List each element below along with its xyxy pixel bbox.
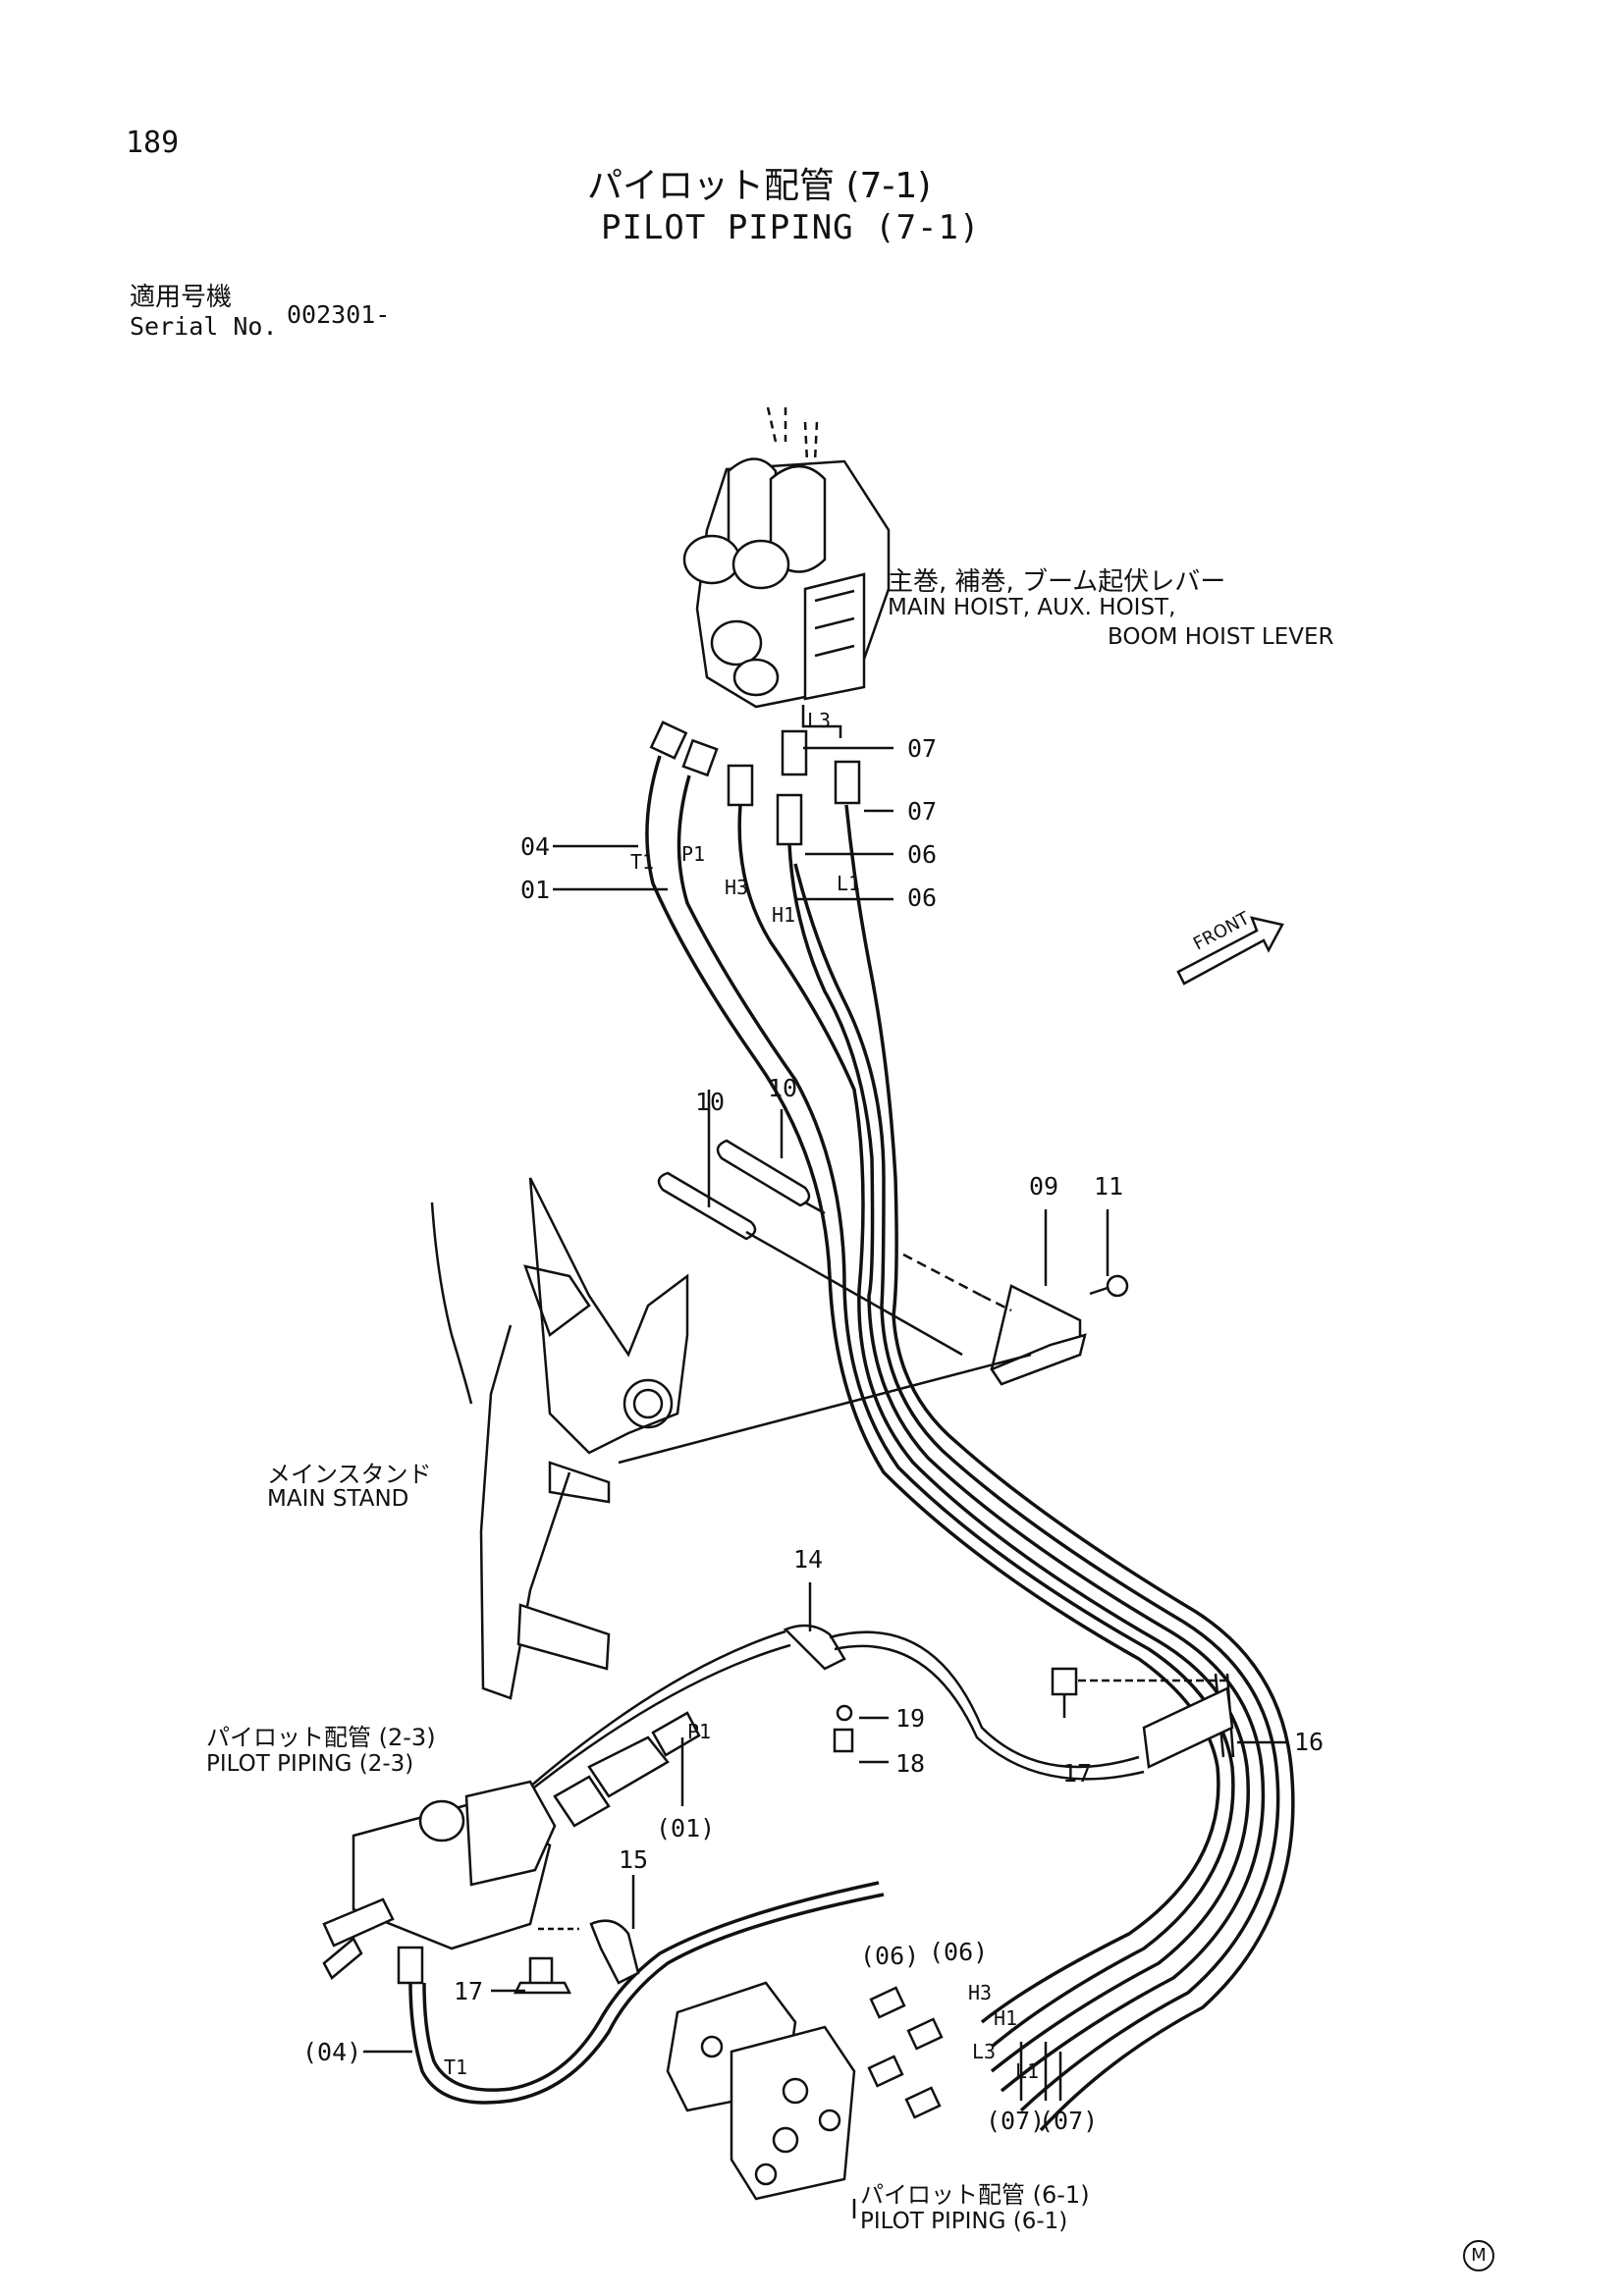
- pilot-piping-23-caption-english: PILOT PIPING (2-3): [206, 1751, 414, 1777]
- front-arrow: [1176, 916, 1284, 986]
- top-fittings: [649, 721, 861, 846]
- page-number: 189: [126, 126, 180, 160]
- lever-caption-english-1: MAIN HOIST, AUX. HOIST,: [888, 595, 1176, 620]
- pilot-piping-61-caption-english: PILOT PIPING (6-1): [860, 2209, 1068, 2234]
- port-label-h1-top: H1: [772, 903, 796, 927]
- callout-04-parenthesized: (04): [302, 2038, 362, 2066]
- pilot-piping-61-caption-japanese: パイロット配管 (6-1): [860, 2181, 1090, 2209]
- port-label-l3-bottom: L3: [972, 2040, 997, 2063]
- bracket-09: [902, 1253, 1129, 1386]
- pilot-piping-23-caption-japanese: パイロット配管 (2-3): [206, 1724, 436, 1751]
- port-label-l3-top: L3: [807, 709, 832, 732]
- port-label-l1-bottom: L1: [1015, 2059, 1040, 2083]
- spacer-tubes: [657, 1139, 963, 1357]
- main-stand-caption-japanese: メインスタンド: [267, 1461, 432, 1488]
- circled-m-letter: M: [1471, 2245, 1487, 2266]
- hose-bundle: [645, 755, 1295, 2132]
- callout-04: 04: [520, 832, 551, 861]
- port-label-h1-bottom: H1: [994, 2006, 1018, 2030]
- callout-01-parenthesized: (01): [656, 1814, 716, 1842]
- serial-value: 002301-: [287, 300, 391, 329]
- callout-06-parenthesized-right: (06): [929, 1938, 989, 1966]
- clamp-15: [513, 1919, 640, 1995]
- callout-15: 15: [619, 1845, 649, 1874]
- serial-label-japanese: 適用号機: [130, 283, 233, 312]
- port-label-l1-top: L1: [837, 872, 861, 895]
- callout-18: 18: [895, 1749, 926, 1778]
- port-label-p1-top: P1: [681, 842, 706, 866]
- main-stand: [430, 1177, 1032, 1700]
- callout-07-upper: 07: [907, 734, 938, 763]
- callout-10-right: 10: [768, 1074, 798, 1102]
- callout-01: 01: [520, 876, 551, 904]
- pilot-valve-61: [666, 1981, 856, 2201]
- port-label-h3-bottom: H3: [968, 1981, 993, 2004]
- port-label-t1-top: T1: [630, 850, 655, 874]
- clamp-14: [519, 1624, 1145, 1799]
- lever-caption-japanese: 主巻, 補巻, ブーム起伏レバー: [888, 567, 1226, 597]
- callout-07-lower: 07: [907, 797, 938, 826]
- port-label-h3-top: H3: [725, 876, 749, 899]
- callout-19: 19: [895, 1704, 926, 1733]
- callout-17-lower: 17: [454, 1977, 484, 2005]
- lever-valve-assembly: [682, 406, 891, 709]
- pilot-valve-23: [322, 1711, 701, 1980]
- callout-17-upper: 17: [1062, 1759, 1093, 1788]
- main-stand-caption-english: MAIN STAND: [267, 1486, 409, 1512]
- port-label-p1-mid: P1: [687, 1720, 712, 1743]
- serial-label-english: Serial No.: [130, 312, 278, 341]
- callout-06-parenthesized-left: (06): [860, 1942, 920, 1970]
- callout-06-upper: 06: [907, 840, 938, 869]
- bottom-fittings: [867, 1986, 944, 2119]
- circled-m-mark: M: [1463, 2240, 1494, 2271]
- callout-16: 16: [1294, 1728, 1325, 1756]
- callout-07-parenthesized-left: (07): [986, 2107, 1046, 2135]
- title-english: PILOT PIPING (7-1): [601, 208, 981, 247]
- lever-caption-english-2: BOOM HOIST LEVER: [1108, 624, 1334, 650]
- callout-11: 11: [1094, 1172, 1124, 1201]
- callout-09: 09: [1029, 1172, 1059, 1201]
- callout-10-left: 10: [695, 1088, 726, 1116]
- port-label-t1-bottom: T1: [444, 2056, 468, 2079]
- callout-07-parenthesized-right: (07): [1039, 2107, 1099, 2135]
- bolt-17-clamp-16: [1051, 1667, 1235, 1769]
- leader-lines: [363, 705, 1286, 2218]
- title-japanese: パイロット配管 (7-1): [587, 166, 932, 206]
- callout-06-lower: 06: [907, 883, 938, 912]
- hose-04: [397, 1881, 885, 2105]
- callout-14: 14: [793, 1545, 824, 1574]
